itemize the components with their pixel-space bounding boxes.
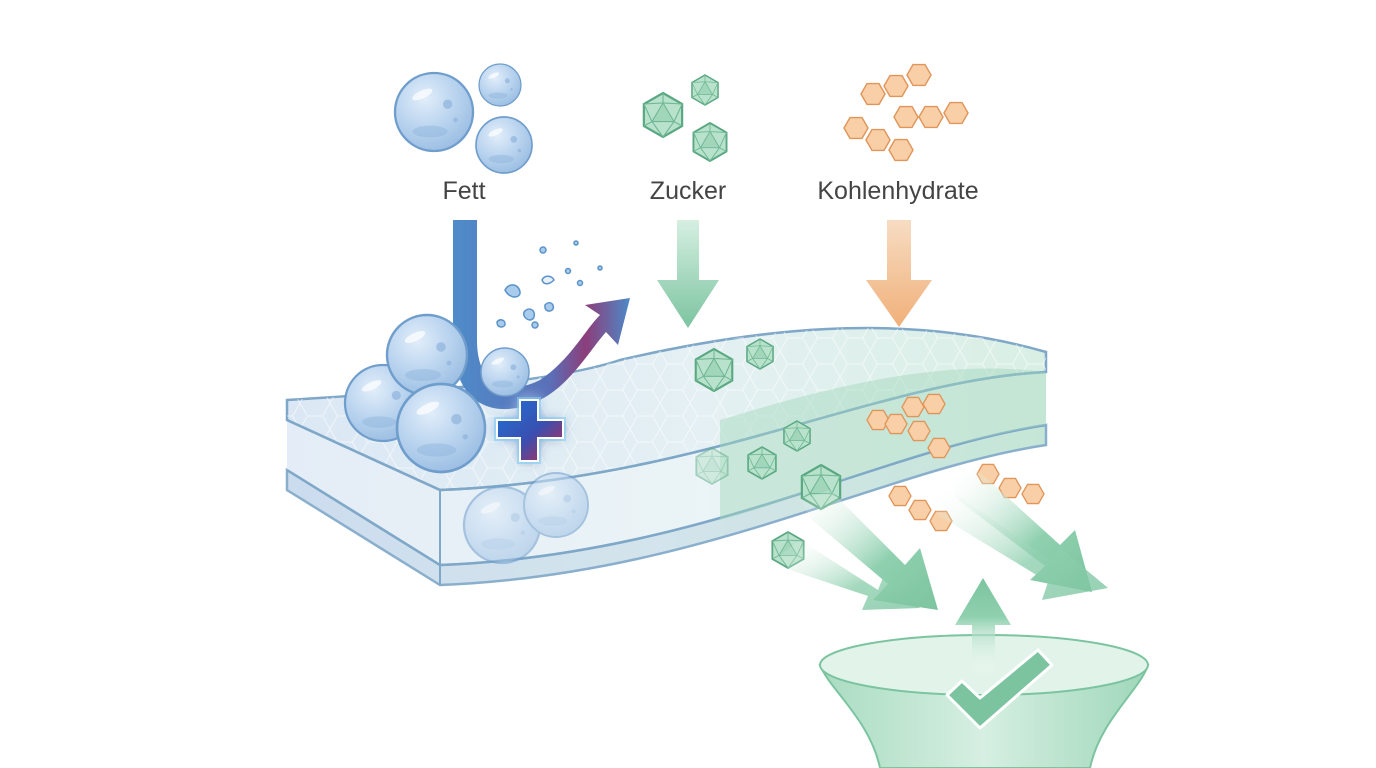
absorption-arrow-4 (930, 490, 1108, 600)
label-kohlenhydrate: Kohlenhydrate (817, 177, 978, 205)
zucker-arrow (657, 220, 719, 328)
absorption-arrow-1 (800, 490, 938, 610)
fett-arrow (453, 220, 630, 410)
label-zucker: Zucker (650, 177, 726, 205)
plus-cross-icon (494, 397, 566, 464)
check-icon (945, 648, 1054, 730)
zucker-icon (642, 74, 728, 162)
kohlenhydrate-icon (843, 63, 969, 162)
label-fett: Fett (442, 177, 485, 205)
absorption-arrows (780, 468, 1108, 610)
absorption-arrow-2 (780, 540, 920, 610)
fett-icon (395, 64, 532, 173)
upward-arrow (955, 578, 1011, 675)
kohlenhydrate-arrow (866, 220, 932, 327)
fat-debris (496, 240, 603, 329)
